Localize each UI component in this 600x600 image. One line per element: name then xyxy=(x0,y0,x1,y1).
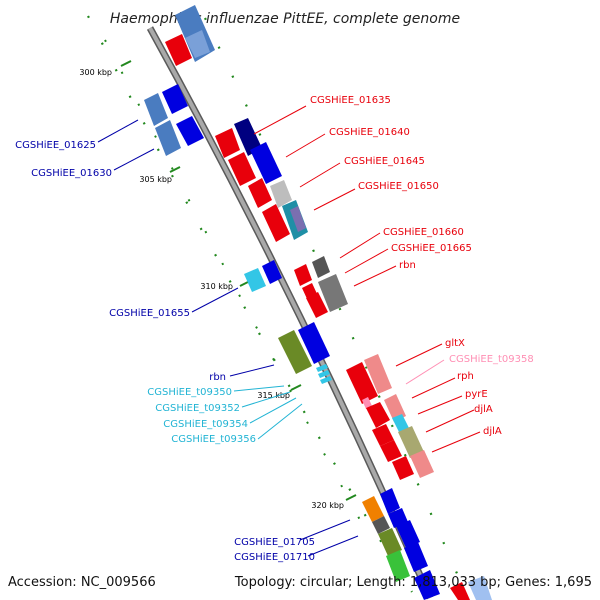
left-leaders-blue xyxy=(97,119,359,557)
map-title: Haemophilus influenzae PittEE, complete … xyxy=(110,11,460,27)
label-rbn-left: rbn xyxy=(209,372,226,383)
gene-feature-rbn xyxy=(278,322,330,374)
label-cgshiee-01710: CGSHiEE_01710 xyxy=(234,552,315,563)
label-cgshiee-t09358: CGSHiEE_t09358 xyxy=(449,354,534,365)
t09358-leader xyxy=(405,359,445,385)
left-leaders-cyan xyxy=(233,385,303,440)
label-cgshiee-01635: CGSHiEE_01635 xyxy=(310,95,391,106)
tick-label-305: 305 kbp xyxy=(139,175,172,184)
label-cgshiee-t09350: CGSHiEE_t09350 xyxy=(147,387,232,398)
label-cgshiee-01630: CGSHiEE_01630 xyxy=(31,168,112,179)
label-cgshiee-01645: CGSHiEE_01645 xyxy=(344,156,425,167)
scale-tick-300: 300 kbp xyxy=(79,60,132,77)
gene-feature-01655 xyxy=(244,260,282,292)
label-cgshiee-t09356: CGSHiEE_t09356 xyxy=(171,434,256,445)
gene-feature-01645 xyxy=(248,178,292,208)
gene-feature-gltX xyxy=(346,354,392,404)
label-cgshiee-t09352: CGSHiEE_t09352 xyxy=(155,403,240,414)
scale-tick-315: 315 kbp xyxy=(257,384,302,400)
label-rbn-right: rbn xyxy=(399,260,416,271)
label-gltx: gltX xyxy=(445,338,465,349)
gene-feature-01660 xyxy=(294,256,330,286)
genome-summary-text: Topology: circular; Length: 1,813,033 bp… xyxy=(234,575,592,590)
gene-feature-rbn-rev xyxy=(306,292,328,318)
gene-feature-01635 xyxy=(215,118,262,158)
accession-text: Accession: NC_009566 xyxy=(8,575,156,590)
label-pyre: pyrE xyxy=(465,389,488,400)
tick-label-315: 315 kbp xyxy=(257,391,290,400)
right-leaders xyxy=(253,105,481,453)
scale-tick-320: 320 kbp xyxy=(311,494,357,510)
gene-feature-01630 xyxy=(155,116,204,156)
track-dotted-ring xyxy=(104,39,361,521)
tick-label-310: 310 kbp xyxy=(200,282,233,291)
label-cgshiee-01650: CGSHiEE_01650 xyxy=(358,181,439,192)
gene-feature-01650 xyxy=(262,200,308,242)
label-cgshiee-t09354: CGSHiEE_t09354 xyxy=(163,419,248,430)
gene-feature-bottom xyxy=(414,570,492,600)
gene-feature-01640 xyxy=(228,142,282,186)
gene-feature-djlA-2 xyxy=(392,450,434,480)
label-cgshiee-01640: CGSHiEE_01640 xyxy=(329,127,410,138)
label-rph: rph xyxy=(457,371,474,382)
label-djla-1: djlA xyxy=(474,404,493,415)
gene-feature-djlA-1 xyxy=(380,426,424,462)
scale-tick-305: 305 kbp xyxy=(139,166,181,184)
label-cgshiee-01665: CGSHiEE_01665 xyxy=(391,243,472,254)
label-cgshiee-01625: CGSHiEE_01625 xyxy=(15,140,96,151)
label-djla-2: djlA xyxy=(483,426,502,437)
gene-feature-01625 xyxy=(144,84,188,126)
gene-feature xyxy=(165,5,215,66)
label-cgshiee-01655: CGSHiEE_01655 xyxy=(109,308,190,319)
gene-feature-01710 xyxy=(378,520,428,582)
scale-tick-310: 310 kbp xyxy=(200,280,251,291)
label-cgshiee-01705: CGSHiEE_01705 xyxy=(234,537,315,548)
trna-cluster xyxy=(316,364,332,384)
tick-label-300: 300 kbp xyxy=(79,68,112,77)
gene-feature-t09358 xyxy=(362,397,372,409)
label-cgshiee-01660: CGSHiEE_01660 xyxy=(383,227,464,238)
tick-label-320: 320 kbp xyxy=(311,501,344,510)
